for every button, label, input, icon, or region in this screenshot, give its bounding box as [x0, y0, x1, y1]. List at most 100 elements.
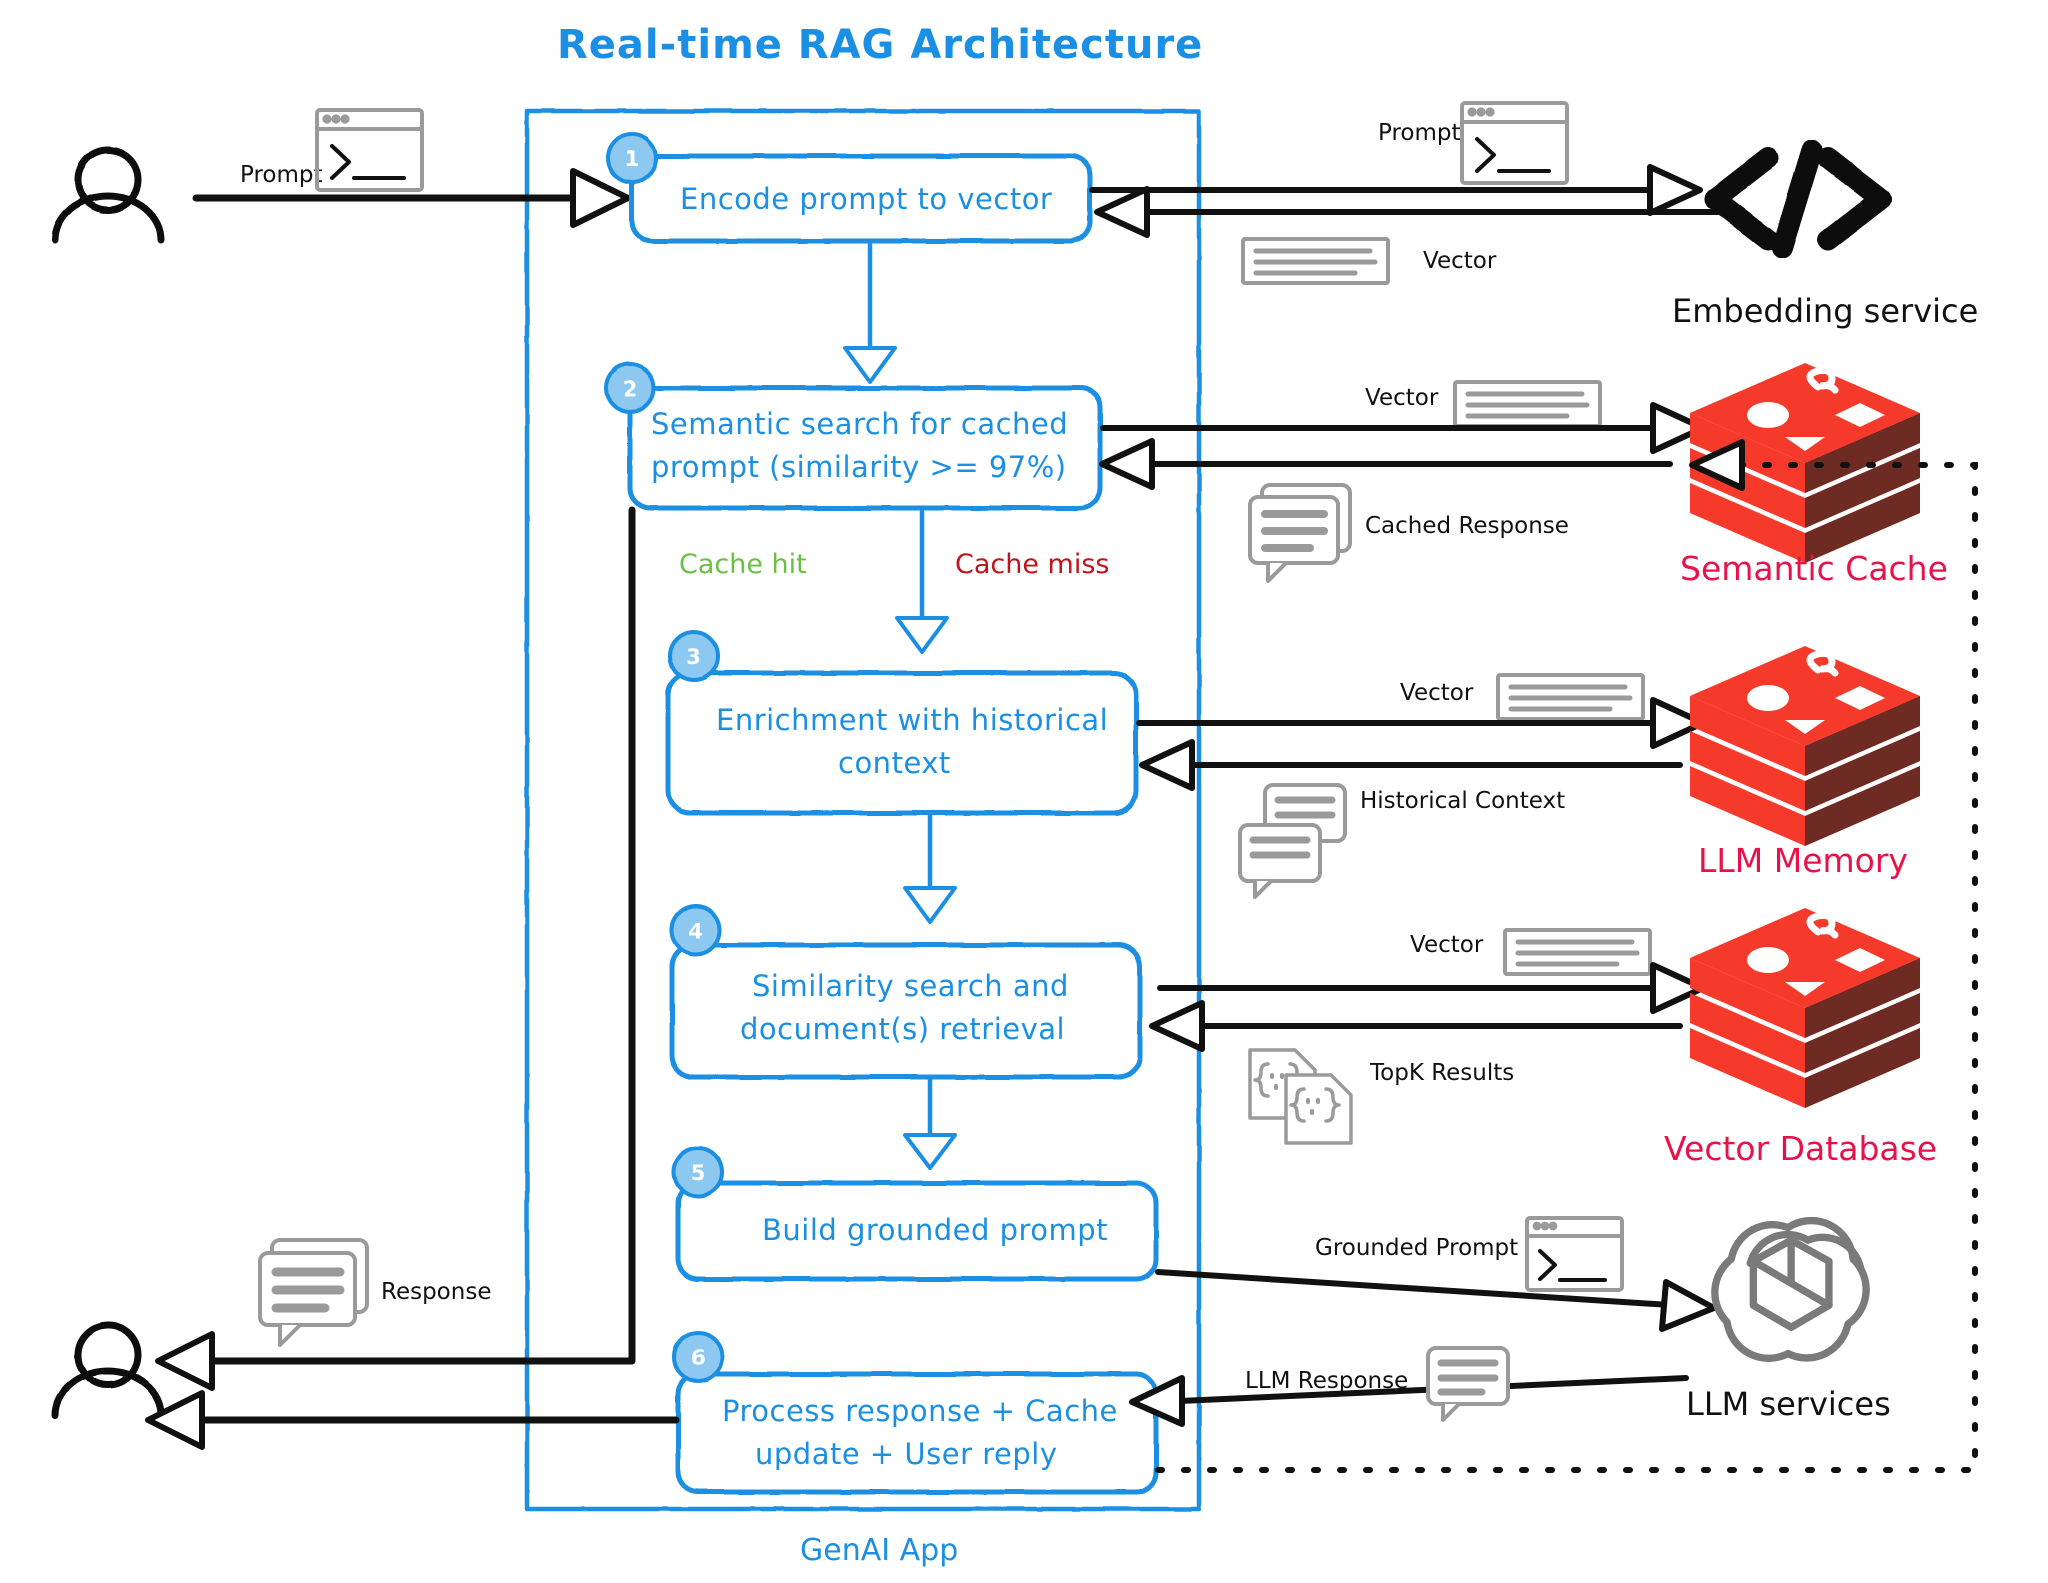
json-documents-icon [1248, 1048, 1353, 1145]
open-arrowhead-icon [1689, 439, 1745, 491]
prompt-user-label: Prompt [240, 162, 323, 188]
step-3-box: Enrichment with historical context [665, 670, 1139, 816]
step-3-number: 3 [687, 645, 702, 669]
step-6-label-line1: Process response + Cache [722, 1394, 1118, 1428]
open-arrowhead-icon [903, 1133, 957, 1170]
step-6-badge: 6 [672, 1331, 724, 1383]
open-arrowhead-icon [1650, 697, 1706, 749]
prompt-embed-label: Prompt [1378, 120, 1461, 146]
step-5-label: Build grounded prompt [762, 1213, 1108, 1247]
genai-app-container: GenAI App [524, 108, 1202, 1568]
document-lines-icon-2 [1453, 380, 1602, 428]
step-1-label: Encode prompt to vector [680, 182, 1052, 216]
service-label-embedding: Embedding service [1672, 292, 1978, 330]
vector-vectordb-label: Vector [1410, 932, 1484, 958]
edge-label-prompt-embed: Prompt [1378, 101, 1569, 185]
document-lines-icon-4 [1503, 928, 1652, 976]
vector-embed-label: Vector [1423, 248, 1497, 274]
step-2-number: 2 [623, 377, 638, 401]
edge-label-grounded-prompt: Grounded Prompt [1315, 1216, 1624, 1292]
open-arrowhead-icon [145, 1390, 205, 1450]
flow-cache-hit-to-user [206, 506, 636, 1365]
open-arrowhead-icon [1099, 438, 1155, 490]
chat-bubbles-icon [258, 1238, 369, 1347]
flow-step5-to-llm [1155, 1269, 1673, 1308]
redis-stack-icon-llm-memory: LLM Memory [1690, 646, 1920, 880]
user-avatar-icon-bottom [51, 1321, 165, 1419]
step-2-badge: 2 [604, 362, 656, 414]
step-4-label-line2: document(s) retrieval [740, 1012, 1065, 1046]
chat-bubbles-icon-llm [1426, 1346, 1510, 1422]
edge-label-llm-response: LLM Response [1245, 1346, 1510, 1422]
open-arrowhead-icon [1659, 1279, 1717, 1332]
genai-app-label: GenAI App [800, 1533, 958, 1568]
step-6-number: 6 [691, 1346, 706, 1370]
edge-label-vector-embed: Vector [1241, 237, 1497, 285]
open-arrowhead-icon [1094, 186, 1150, 238]
step-2-label-line1: Semantic search for cached [651, 407, 1068, 441]
user-avatar-icon [51, 146, 165, 244]
terminal-window-icon-llm [1525, 1216, 1624, 1292]
open-arrowhead-icon [1650, 402, 1706, 454]
step-1-box: Encode prompt to vector [629, 153, 1093, 244]
vector-memory-label: Vector [1400, 680, 1474, 706]
open-arrowhead-icon [1129, 1375, 1185, 1427]
redis-stack-icon-vector-database: Vector Database [1664, 908, 1937, 1168]
open-arrowhead-icon [570, 168, 631, 228]
llm-response-label: LLM Response [1245, 1368, 1408, 1394]
step-5-box: Build grounded prompt [675, 1180, 1159, 1282]
grounded-prompt-label: Grounded Prompt [1315, 1235, 1518, 1261]
step-2-box: Semantic search for cached prompt (simil… [627, 385, 1103, 511]
open-arrowhead-icon [843, 346, 897, 384]
historical-context-label: Historical Context [1360, 788, 1565, 814]
step-4-label-line1: Similarity search and [752, 969, 1069, 1003]
step-4-number: 4 [689, 919, 704, 943]
step-3-badge: 3 [668, 630, 720, 682]
cache-miss-label: Cache miss [955, 549, 1110, 580]
store-label-llm-memory: LLM Memory [1698, 841, 1908, 880]
step-5-badge: 5 [672, 1146, 724, 1198]
step-2-label-line2: prompt (similarity >= 97%) [651, 450, 1067, 484]
edge-label-prompt-user: Prompt [240, 108, 424, 192]
open-arrowhead-icon [903, 886, 957, 924]
edge-label-vector-vectordb: Vector [1410, 928, 1652, 976]
open-arrowhead-icon [895, 616, 949, 654]
edge-label-vector-memory: Vector [1400, 673, 1645, 721]
terminal-window-icon-embed [1460, 101, 1569, 185]
open-arrowhead-icon [1647, 164, 1703, 216]
edge-label-vector-cache: Vector [1365, 380, 1602, 428]
step-4-box: Similarity search and document(s) retrie… [669, 942, 1143, 1080]
step-1-badge: 1 [606, 132, 658, 184]
step-4-badge: 4 [670, 904, 722, 956]
store-label-semantic-cache: Semantic Cache [1680, 549, 1948, 588]
cache-hit-label: Cache hit [679, 549, 807, 580]
vector-cache-label: Vector [1365, 385, 1439, 411]
step-3-label-line2: context [838, 746, 951, 780]
step-6-label-line2: update + User reply [755, 1437, 1058, 1471]
step-6-box: Process response + Cache update + User r… [675, 1371, 1159, 1495]
store-label-vector-database: Vector Database [1664, 1129, 1937, 1168]
terminal-window-icon [315, 108, 424, 192]
document-lines-icon-3 [1496, 673, 1645, 721]
edge-label-response-user: Response [258, 1238, 491, 1347]
chat-bubbles-icon-cached [1248, 483, 1352, 583]
step-3-label-line1: Enrichment with historical [716, 703, 1108, 737]
edge-label-historical-context: Historical Context [1238, 783, 1565, 899]
step-1-number: 1 [625, 147, 640, 171]
service-label-llm: LLM services [1686, 1385, 1891, 1423]
chat-bubbles-icon-history [1238, 783, 1347, 899]
open-arrowhead-icon [155, 1331, 215, 1391]
code-brackets-icon [1704, 139, 1892, 259]
open-arrowhead-icon [1139, 739, 1195, 791]
edge-label-topk-results: TopK Results [1248, 1048, 1514, 1145]
open-arrowhead-icon [1650, 962, 1706, 1014]
topk-results-label: TopK Results [1369, 1060, 1514, 1086]
step-5-number: 5 [691, 1161, 706, 1185]
document-lines-icon-1 [1241, 237, 1390, 285]
open-arrowhead-icon [1149, 1000, 1205, 1052]
edge-label-cached-response: Cached Response [1248, 483, 1569, 583]
response-user-label: Response [381, 1279, 491, 1305]
cache-update-dashed-path [1155, 439, 1978, 1473]
page-title: Real-time RAG Architecture [557, 22, 1203, 68]
